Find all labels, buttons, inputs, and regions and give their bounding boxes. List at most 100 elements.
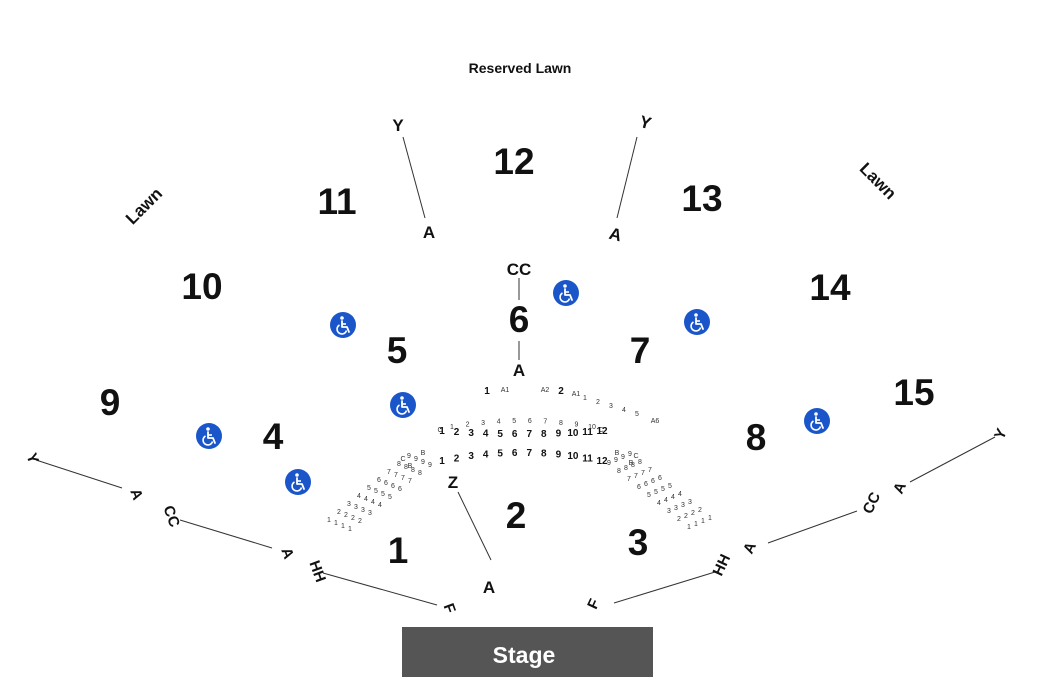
seat-top-10: 10 bbox=[588, 424, 596, 431]
row-label-hh-right: HH bbox=[710, 552, 735, 579]
seat-b-3: 3 bbox=[468, 451, 474, 462]
seat-left-wing-0-6: 6 bbox=[377, 477, 381, 484]
row-label-y-11: Y bbox=[392, 116, 404, 135]
row-b-center-left: B bbox=[421, 450, 426, 457]
row-label-y-left: Y bbox=[23, 451, 42, 466]
seat-right-wing-2-1: 1 bbox=[694, 521, 698, 528]
section-13[interactable]: 13 bbox=[681, 178, 722, 219]
accessible-seating-group bbox=[196, 280, 830, 495]
section-12[interactable]: 12 bbox=[493, 141, 534, 182]
stage[interactable]: Stage bbox=[402, 627, 653, 677]
seat-b-1: 1 bbox=[439, 456, 445, 467]
row-label-z: Z bbox=[448, 473, 458, 492]
seat-left-wing-0-8: 8 bbox=[397, 461, 401, 468]
seat-right-wing-3-5: 5 bbox=[647, 492, 651, 499]
seat-a-right-1: 1 bbox=[583, 395, 587, 402]
seat-label-a1-left: A1 bbox=[501, 387, 510, 394]
seat-right-wing-2-4: 4 bbox=[664, 497, 668, 504]
seat-left-wing-3-2: 2 bbox=[358, 518, 362, 525]
section-15[interactable]: 15 bbox=[893, 372, 934, 413]
seat-right-wing-1-7: 7 bbox=[641, 470, 645, 477]
seat-right-wing-0-5: 5 bbox=[668, 483, 672, 490]
seat-right-wing-3-7: 7 bbox=[627, 476, 631, 483]
seat-b-10: 10 bbox=[567, 451, 579, 462]
seat-left-wing-1-6: 6 bbox=[384, 480, 388, 487]
seat-b-4: 4 bbox=[483, 450, 489, 461]
seat-left-wing-3-1: 1 bbox=[348, 526, 352, 533]
section-7[interactable]: 7 bbox=[630, 330, 651, 371]
section-8[interactable]: 8 bbox=[746, 417, 767, 458]
seat-right-wing-1-9: 9 bbox=[621, 454, 625, 461]
seat-right-wing-3-6: 6 bbox=[637, 484, 641, 491]
aisle-line-11-12 bbox=[402, 136, 426, 219]
seat-left-wing-0-9: 9 bbox=[407, 453, 411, 460]
seat-top-6: 6 bbox=[528, 418, 532, 425]
section-11[interactable]: 11 bbox=[317, 181, 356, 222]
seat-right-wing-2-6: 6 bbox=[644, 481, 648, 488]
section-1[interactable]: 1 bbox=[388, 530, 409, 571]
seat-left-wing-0-7: 7 bbox=[387, 469, 391, 476]
seat-left-wing-3-4: 4 bbox=[378, 502, 382, 509]
section-3[interactable]: 3 bbox=[628, 522, 649, 563]
seat-c-2: 2 bbox=[454, 427, 460, 438]
seat-top-1: 1 bbox=[450, 424, 454, 431]
row-label-a-11: A bbox=[423, 223, 435, 242]
section-14[interactable]: 14 bbox=[809, 267, 851, 308]
row-b-center-right: B bbox=[615, 450, 620, 457]
seat-b-8: 8 bbox=[541, 449, 547, 460]
seat-b-7: 7 bbox=[527, 448, 533, 459]
lawn-label-left: Lawn bbox=[122, 184, 166, 228]
seat-a-right-5: 5 bbox=[635, 411, 639, 418]
seat-b-9: 9 bbox=[556, 450, 562, 461]
seat-left-wing-1-9: 9 bbox=[414, 456, 418, 463]
row-c-center-left: C bbox=[437, 427, 442, 434]
seat-right-wing-1-5: 5 bbox=[661, 486, 665, 493]
seat-left-wing-3-9: 9 bbox=[428, 462, 432, 469]
wheelchair-icon bbox=[196, 423, 222, 449]
seat-right-wing-0-7: 7 bbox=[648, 467, 652, 474]
seat-right-wing-2-8: 8 bbox=[624, 465, 628, 472]
seat-left-wing-1-1: 1 bbox=[334, 520, 338, 527]
row-label-hh-left: HH bbox=[306, 558, 329, 584]
seat-c-3: 3 bbox=[468, 428, 474, 439]
row-label-a-13: A bbox=[607, 224, 624, 246]
section-9[interactable]: 9 bbox=[100, 382, 121, 423]
seat-c-6: 6 bbox=[512, 429, 518, 440]
seat-left-wing-3-8: 8 bbox=[418, 470, 422, 477]
row-label-a-right2: A bbox=[740, 539, 760, 556]
perimeter-right-1 bbox=[909, 436, 996, 483]
row-c-right: C bbox=[633, 453, 638, 460]
seat-left-wing-3-7: 7 bbox=[408, 478, 412, 485]
seat-right-wing-3-1: 1 bbox=[687, 524, 691, 531]
seat-right-wing-3-2: 2 bbox=[677, 516, 681, 523]
seat-label-a2: A2 bbox=[541, 387, 550, 394]
seat-b-6: 6 bbox=[512, 448, 518, 459]
row-label-f-left: F bbox=[440, 601, 459, 615]
seat-b-12: 12 bbox=[596, 456, 608, 467]
perimeter-right-3 bbox=[613, 571, 716, 604]
row-label-a-left1: A bbox=[126, 486, 146, 502]
section-2[interactable]: 2 bbox=[506, 495, 527, 536]
seat-c-11: 11 bbox=[582, 427, 593, 438]
seat-c-9: 9 bbox=[556, 428, 562, 439]
seat-label-a6: A6 bbox=[651, 418, 660, 425]
section-10[interactable]: 10 bbox=[181, 266, 222, 307]
perimeter-right-2 bbox=[767, 510, 858, 544]
aisle-line-1-2 bbox=[457, 491, 492, 561]
seat-c-1: 1 bbox=[439, 426, 445, 437]
seat-right-wing-3-4: 4 bbox=[657, 500, 661, 507]
seat-right-wing-2-5: 5 bbox=[654, 489, 658, 496]
section-5[interactable]: 5 bbox=[387, 330, 408, 371]
stage-label: Stage bbox=[493, 642, 556, 668]
seat-right-wing-1-8: 8 bbox=[631, 462, 635, 469]
perimeter-left-1 bbox=[35, 459, 123, 489]
seat-b-11: 11 bbox=[582, 453, 593, 464]
section-6[interactable]: 6 bbox=[509, 299, 530, 340]
seat-left-wing-3-3: 3 bbox=[368, 510, 372, 517]
seat-top-3: 3 bbox=[481, 420, 485, 427]
seat-a-right-3: 3 bbox=[609, 403, 613, 410]
seat-left-wing-1-4: 4 bbox=[364, 496, 368, 503]
row-c-left: C bbox=[400, 456, 405, 463]
section-4[interactable]: 4 bbox=[263, 416, 284, 457]
